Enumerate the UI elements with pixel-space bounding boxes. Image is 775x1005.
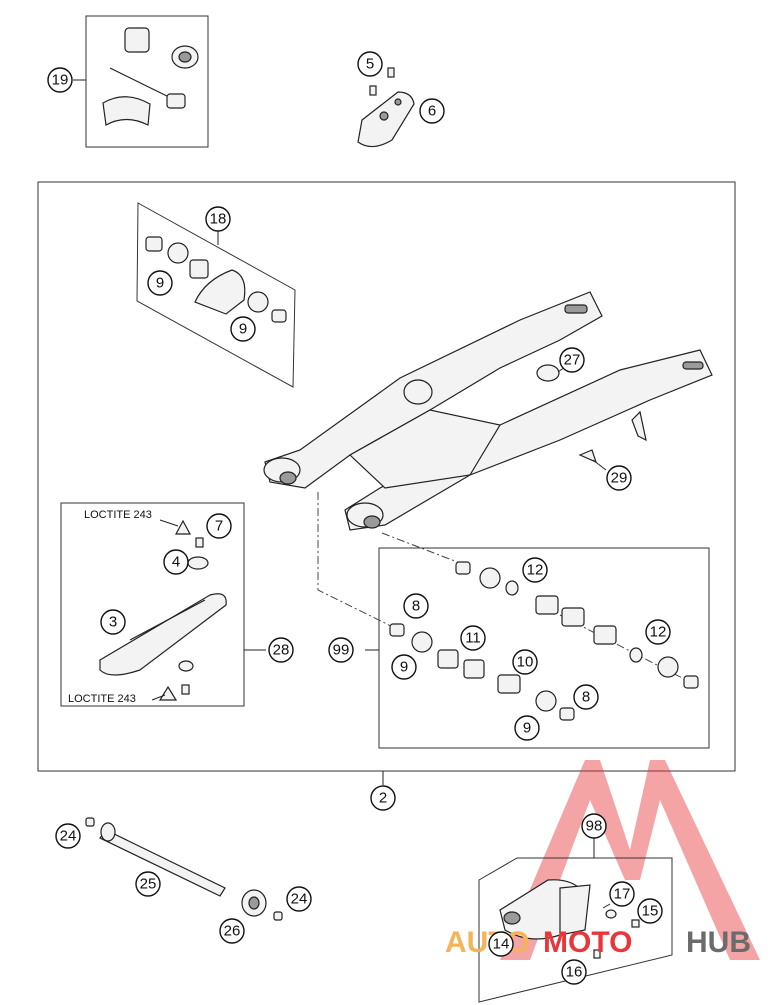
callout-9-c: 9 bbox=[391, 654, 417, 680]
callout-18-label: 18 bbox=[210, 211, 227, 228]
callout-99: 99 bbox=[328, 637, 354, 663]
callout-10-label: 10 bbox=[517, 654, 534, 671]
watermark-moto: MOTO bbox=[543, 926, 632, 959]
callout-12-b: 12 bbox=[645, 619, 671, 645]
callout-98-label: 98 bbox=[586, 818, 603, 835]
callout-11-label: 11 bbox=[465, 630, 481, 647]
part-99-box bbox=[317, 492, 710, 749]
watermark-hub: HUB bbox=[686, 926, 751, 959]
callout-14-label: 14 bbox=[493, 936, 510, 953]
callout-3: 3 bbox=[100, 609, 126, 635]
callout-24b-label: 24 bbox=[291, 891, 308, 908]
callout-2-label: 2 bbox=[379, 790, 387, 807]
callout-5-label: 5 bbox=[366, 56, 374, 73]
callout-8-b: 8 bbox=[573, 684, 599, 710]
loctite-note-top: LOCTITE 243 bbox=[84, 509, 152, 521]
callout-29: 29 bbox=[606, 465, 632, 491]
callout-98: 98 bbox=[581, 813, 607, 839]
callout-17: 17 bbox=[609, 881, 635, 907]
callout-7-label: 7 bbox=[215, 518, 223, 535]
callout-19: 19 bbox=[47, 67, 73, 93]
watermark-text: AUTO MOTO HUB bbox=[445, 926, 751, 959]
callout-15: 15 bbox=[637, 898, 663, 924]
callout-11: 11 bbox=[460, 625, 486, 651]
callout-26-label: 26 bbox=[224, 923, 241, 940]
callout-9d-label: 9 bbox=[523, 720, 531, 737]
callout-28: 28 bbox=[268, 637, 294, 663]
callout-26: 26 bbox=[219, 918, 245, 944]
callout-27: 27 bbox=[559, 347, 585, 373]
callout-24a-label: 24 bbox=[60, 828, 77, 845]
part-2-frame-box bbox=[37, 181, 736, 785]
part-6-bracket bbox=[357, 67, 415, 148]
callout-25-label: 25 bbox=[140, 876, 157, 893]
callout-8a-label: 8 bbox=[412, 598, 420, 615]
part-28-box bbox=[60, 502, 266, 707]
callout-12-a: 12 bbox=[522, 557, 548, 583]
loctite-note-bottom: LOCTITE 243 bbox=[68, 693, 136, 705]
watermark-logo bbox=[500, 760, 760, 960]
callout-12b-label: 12 bbox=[650, 624, 667, 641]
callout-28-label: 28 bbox=[273, 642, 290, 659]
axle-parts bbox=[85, 817, 283, 921]
callout-4-label: 4 bbox=[172, 554, 180, 571]
callout-9c-label: 9 bbox=[400, 659, 408, 676]
callout-9-a: 9 bbox=[147, 270, 173, 296]
callout-15-label: 15 bbox=[642, 903, 659, 920]
callout-24-a: 24 bbox=[55, 823, 81, 849]
callout-17-label: 17 bbox=[614, 886, 631, 903]
callout-27-label: 27 bbox=[564, 352, 581, 369]
callout-9a-label: 9 bbox=[156, 275, 164, 292]
part-19-box bbox=[73, 15, 209, 148]
callout-9-b: 9 bbox=[230, 316, 256, 342]
callout-12a-label: 12 bbox=[527, 562, 544, 579]
callout-25: 25 bbox=[135, 871, 161, 897]
callout-18: 18 bbox=[205, 206, 231, 232]
callout-16-label: 16 bbox=[566, 964, 583, 981]
callout-4: 4 bbox=[163, 549, 189, 575]
watermark-auto: AUTO bbox=[445, 926, 529, 959]
callout-5: 5 bbox=[357, 51, 383, 77]
callout-3-label: 3 bbox=[109, 614, 117, 631]
callout-16: 16 bbox=[561, 959, 587, 985]
callout-6: 6 bbox=[419, 98, 445, 124]
part-18-box bbox=[136, 202, 296, 388]
part-98-box bbox=[478, 838, 673, 1003]
callout-7: 7 bbox=[206, 513, 232, 539]
callout-6-label: 6 bbox=[428, 103, 436, 120]
callout-10: 10 bbox=[512, 649, 538, 675]
callout-9b-label: 9 bbox=[239, 321, 247, 338]
callout-9-d: 9 bbox=[514, 715, 540, 741]
callout-8-a: 8 bbox=[403, 593, 429, 619]
callout-14: 14 bbox=[488, 931, 514, 957]
callout-19-label: 19 bbox=[52, 72, 69, 89]
callout-99-label: 99 bbox=[333, 642, 350, 659]
callout-29-label: 29 bbox=[611, 470, 628, 487]
swingarm bbox=[263, 291, 713, 531]
callout-2: 2 bbox=[370, 785, 396, 811]
callout-24-b: 24 bbox=[286, 886, 312, 912]
callout-8b-label: 8 bbox=[582, 689, 590, 706]
